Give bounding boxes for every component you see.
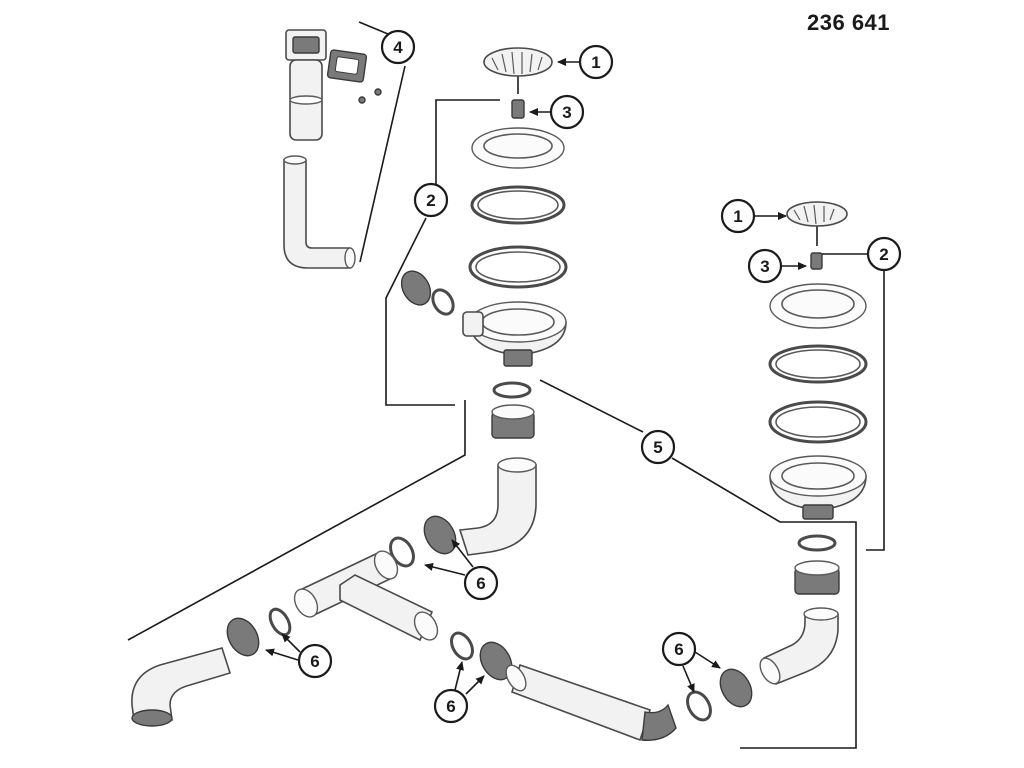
callout-label: 4 (393, 38, 403, 57)
overflow-assembly (283, 29, 382, 269)
callout-label: 3 (760, 257, 769, 276)
callout-6: 6 (661, 631, 697, 667)
callout-circle (463, 565, 499, 601)
right-strainer-stack (768, 201, 868, 595)
callout-circle (640, 429, 676, 465)
callout-label: 1 (733, 207, 742, 226)
callout-2: 2 (413, 182, 449, 218)
callout-3: 3 (549, 94, 585, 130)
callout-6: 6 (297, 643, 333, 679)
left-strainer-stack (400, 47, 568, 439)
callout-6: 6 (463, 565, 499, 601)
callout-label: 6 (446, 697, 455, 716)
part-number: 236 641 (807, 10, 891, 35)
callout-circle (747, 248, 783, 284)
callout-label: 1 (591, 53, 600, 72)
callout-circle (549, 94, 585, 130)
callout-2: 2 (866, 236, 902, 272)
callout-label: 5 (653, 438, 662, 457)
callout-1: 1 (578, 44, 614, 80)
callout-circle (413, 182, 449, 218)
callout-1: 1 (720, 198, 756, 234)
callout-label: 6 (476, 574, 485, 593)
callout-circle (380, 29, 416, 65)
callout-label: 2 (426, 191, 435, 210)
callout-label: 2 (879, 245, 888, 264)
callout-circle (661, 631, 697, 667)
callout-label: 6 (674, 640, 683, 659)
callout-5: 5 (640, 429, 676, 465)
leader-lines (127, 21, 885, 749)
callouts: 1 3 4 2 1 2 3 5 6 6 6 6 (297, 29, 902, 724)
callout-6: 6 (433, 688, 469, 724)
callout-label: 3 (562, 103, 571, 122)
callout-circle (297, 643, 333, 679)
callout-4: 4 (380, 29, 416, 65)
callout-circle (433, 688, 469, 724)
callout-circle (578, 44, 614, 80)
callout-label: 6 (310, 652, 319, 671)
callout-3: 3 (747, 248, 783, 284)
callout-circle (866, 236, 902, 272)
callout-circle (720, 198, 756, 234)
waste-pipe-system (131, 457, 839, 742)
